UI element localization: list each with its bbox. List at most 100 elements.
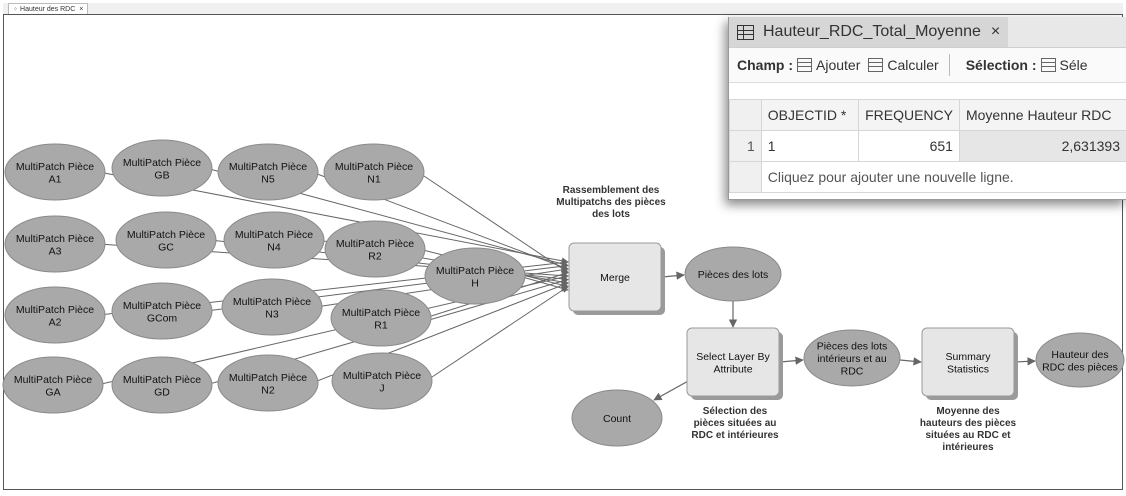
node-label: MultiPatch Pièce — [229, 161, 307, 173]
table-header-row: OBJECTID * FREQUENCY Moyenne Hauteur RDC — [729, 99, 1126, 131]
node-label: RDC des pièces — [1042, 361, 1118, 373]
node-label: Merge — [600, 272, 630, 284]
annotation-line: intérieures — [942, 442, 994, 453]
close-icon[interactable]: × — [990, 23, 1001, 40]
annotation-line: hauteurs des pièces — [920, 418, 1017, 429]
connector-summary-hauteur_rdc — [1014, 357, 1036, 366]
add-field-icon — [797, 58, 812, 72]
variable-shape — [4, 143, 106, 201]
node-label: GCom — [147, 312, 178, 324]
node-label: Count — [603, 413, 631, 425]
node-label: RDC — [841, 366, 864, 378]
attribute-table-window[interactable]: Hauteur_RDC_Total_Moyenne × Champ : Ajou… — [728, 17, 1126, 200]
column-header-objectid[interactable]: OBJECTID * — [760, 99, 860, 131]
connector-select_layer-pieces_interieurs — [779, 356, 804, 365]
node-label: MultiPatch Pièce — [123, 374, 201, 386]
cell-frequency[interactable]: 651 — [858, 130, 960, 162]
close-icon[interactable]: × — [79, 6, 84, 13]
node-label: A2 — [49, 316, 62, 328]
variable-shape — [217, 354, 319, 412]
node-label: MultiPatch Pièce — [16, 233, 94, 245]
node-label: GC — [158, 241, 174, 253]
annotation-line: Sélection des — [703, 406, 768, 417]
table-row[interactable]: 1 1 651 2,631393 — [729, 130, 1126, 162]
add-field-label: Ajouter — [816, 57, 861, 73]
node-label: intérieurs et au — [817, 353, 887, 365]
variable-shape — [217, 143, 319, 201]
variable-shape — [223, 211, 325, 269]
row-number[interactable]: 1 — [729, 130, 762, 162]
connector-j-merge — [425, 286, 569, 382]
node-pieces-lots[interactable]: Pièces des lots — [684, 246, 782, 302]
add-row-selector — [729, 161, 762, 193]
column-header-frequency[interactable]: FREQUENCY — [858, 99, 960, 131]
add-field-button[interactable]: Ajouter — [797, 57, 860, 73]
node-label: MultiPatch Pièce — [229, 372, 307, 384]
model-icon: ⁘ — [13, 7, 19, 13]
node-merge[interactable]: Merge — [568, 242, 665, 315]
node-label: A3 — [49, 245, 62, 257]
table-icon — [737, 24, 754, 40]
node-label: MultiPatch Pièce — [335, 161, 413, 173]
node-label: Hauteur des — [1051, 349, 1108, 361]
annotation-line: des lots — [592, 209, 630, 220]
variable-shape — [4, 215, 106, 273]
variable-shape — [111, 282, 213, 340]
variable-shape — [323, 143, 425, 201]
node-label: MultiPatch Pièce — [16, 161, 94, 173]
variable-shape — [111, 356, 213, 414]
node-count[interactable]: Count — [571, 389, 663, 447]
row-selector-header[interactable] — [729, 99, 762, 131]
table-tab[interactable]: Hauteur_RDC_Total_Moyenne × — [729, 17, 1009, 47]
annotation-line: pièces situées au — [694, 418, 777, 429]
add-row[interactable]: Cliquez pour ajouter une nouvelle ligne. — [729, 161, 1126, 193]
node-label: A1 — [49, 173, 62, 185]
connector-merge-pieces_lots — [661, 271, 685, 280]
connector-select_layer-count — [653, 379, 691, 401]
cell-objectid[interactable]: 1 — [760, 130, 860, 162]
variable-shape — [1035, 332, 1125, 388]
cell-moyenne[interactable]: 2,631393 — [958, 130, 1126, 162]
model-tab[interactable]: ⁘Hauteur des RDC× — [8, 3, 89, 15]
calculate-field-button[interactable]: Calculer — [868, 57, 939, 73]
variable-shape — [330, 289, 432, 347]
node-label: R1 — [374, 319, 388, 331]
node-label: N1 — [367, 173, 381, 185]
node-label: Pièces des lots — [698, 269, 769, 281]
variable-shape — [111, 139, 213, 197]
select-by-attributes-button[interactable]: Séle — [1040, 57, 1088, 73]
node-label: MultiPatch Pièce — [123, 157, 201, 169]
add-row-text[interactable]: Cliquez pour ajouter une nouvelle ligne. — [760, 161, 1126, 193]
connector-h-merge — [518, 275, 569, 292]
selection-label: Sélection : — [965, 57, 1037, 73]
model-tab-title: Hauteur des RDC — [20, 6, 76, 13]
tool-shape — [568, 242, 662, 312]
column-header-moyenne[interactable]: Moyenne Hauteur RDC — [958, 99, 1126, 131]
node-label: MultiPatch Pièce — [436, 265, 514, 277]
attribute-table[interactable]: OBJECTID * FREQUENCY Moyenne Hauteur RDC… — [729, 99, 1126, 193]
node-label: MultiPatch Pièce — [342, 307, 420, 319]
